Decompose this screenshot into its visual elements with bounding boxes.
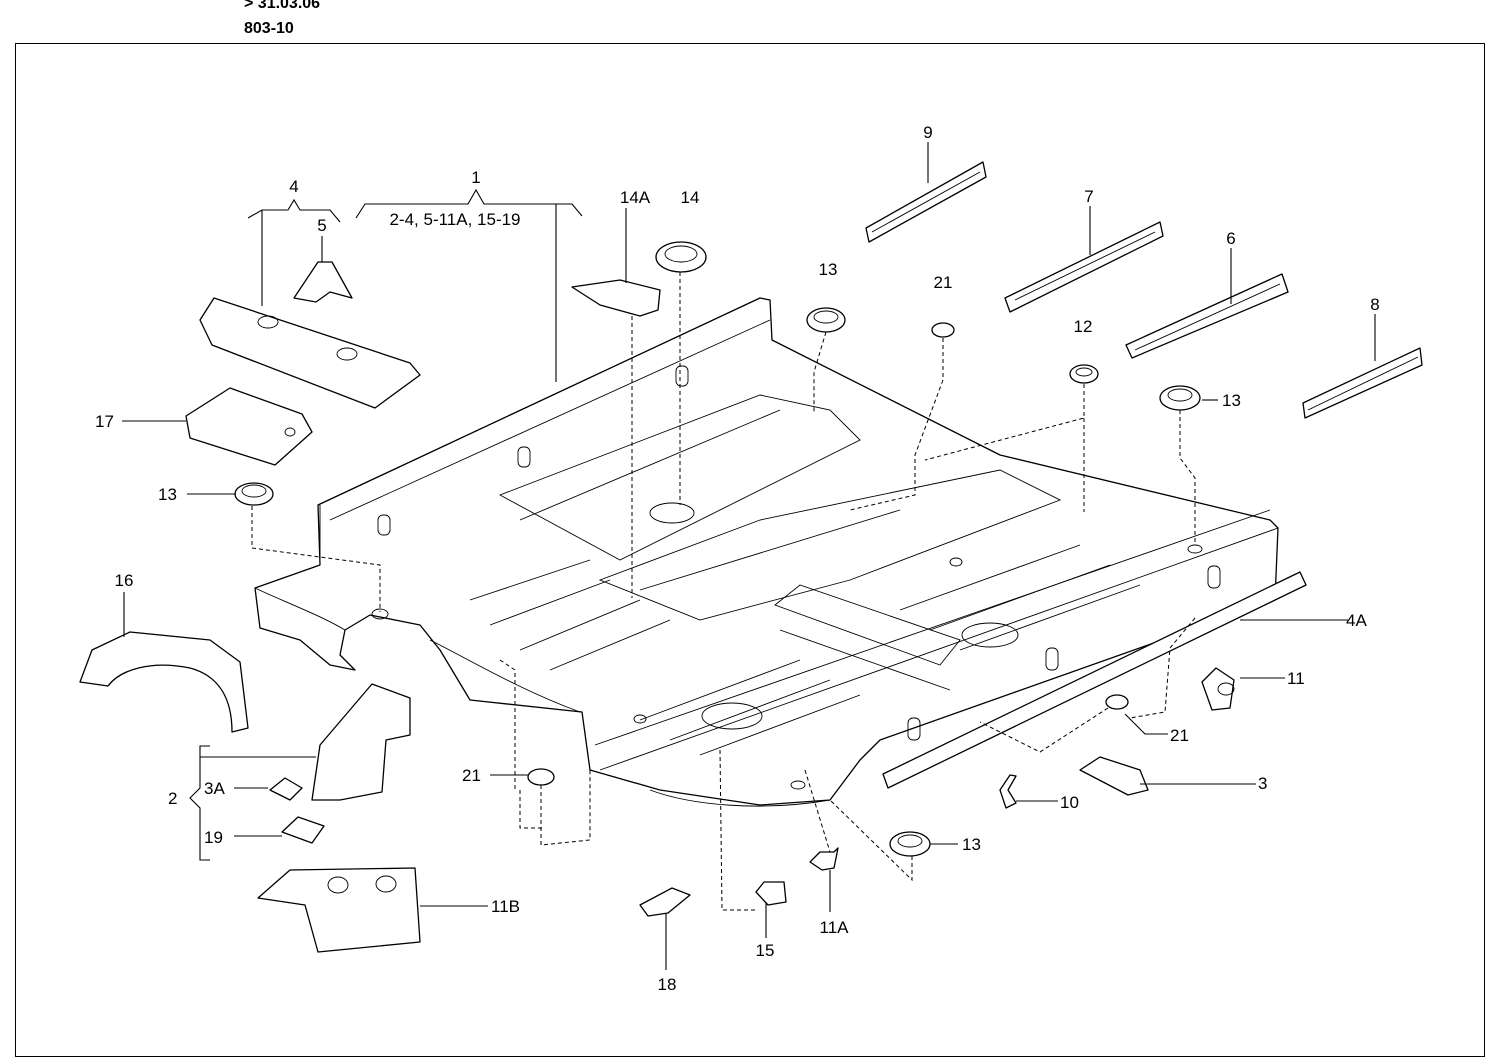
plug-21-a <box>931 322 955 338</box>
grommet-12 <box>1069 364 1099 384</box>
callout-3: 3 <box>1258 774 1267 793</box>
grommet-11 <box>1201 667 1235 711</box>
clip-10 <box>999 774 1017 809</box>
callout-14a: 14A <box>620 188 651 207</box>
grommet-13-b <box>1159 385 1201 411</box>
callout-labels: 1 2-4, 5-11A, 15-19 4 5 14A 14 9 7 6 8 1… <box>95 123 1380 994</box>
callout-19: 19 <box>204 828 223 847</box>
callout-13-left: 13 <box>158 485 177 504</box>
grommet-13-d <box>889 831 931 857</box>
installation-lines <box>251 272 1196 911</box>
bracket-11b <box>257 867 421 953</box>
diagram-frame <box>15 43 1485 1057</box>
sill-reinforcement-8 <box>1302 347 1423 419</box>
crossmember-4 <box>199 297 421 409</box>
plate-19 <box>281 816 325 844</box>
callout-11b: 11B <box>491 897 520 916</box>
grommet-13-c <box>234 482 274 506</box>
callout-13-right: 13 <box>1222 391 1241 410</box>
callout-14: 14 <box>681 188 700 207</box>
validity-date: > 31.03.06 <box>244 0 321 12</box>
callout-8: 8 <box>1370 295 1379 314</box>
callout-17: 17 <box>95 412 114 431</box>
callout-10: 10 <box>1060 793 1079 812</box>
bracket-3 <box>1079 756 1149 796</box>
section-code: 803-10 <box>244 20 294 37</box>
callout-12: 12 <box>1074 317 1093 336</box>
plug-21-c <box>527 768 555 786</box>
bracket-15 <box>755 881 787 906</box>
callout-13-bottom: 13 <box>962 835 981 854</box>
callout-11: 11 <box>1287 669 1305 688</box>
callout-4: 4 <box>289 177 298 196</box>
callout-1-range: 2-4, 5-11A, 15-19 <box>389 210 520 229</box>
page-header: > 31.03.06 803-10 <box>0 0 1500 44</box>
bracket-17 <box>185 387 313 466</box>
callout-21-top: 21 <box>934 273 953 292</box>
leader-lines <box>122 142 1376 970</box>
sill-reinforcement-9 <box>865 161 987 243</box>
wheel-arch-16 <box>79 631 249 733</box>
callout-18: 18 <box>658 975 677 994</box>
callout-9: 9 <box>923 123 932 142</box>
callout-5: 5 <box>317 216 326 235</box>
grommet-13-a <box>806 307 846 333</box>
sill-strip-4a <box>882 571 1307 789</box>
cover-14a <box>571 279 661 317</box>
callout-6: 6 <box>1226 229 1235 248</box>
sill-reinforcement-6 <box>1125 273 1289 359</box>
callout-21-right: 21 <box>1170 726 1189 745</box>
callout-3a: 3A <box>204 779 225 798</box>
callout-21-left: 21 <box>462 766 481 785</box>
floor-pan <box>254 297 1279 807</box>
callout-13-top: 13 <box>819 260 838 279</box>
plug-21-b <box>1105 694 1129 710</box>
callout-7: 7 <box>1084 187 1093 206</box>
callout-2: 2 <box>168 789 177 808</box>
bracket-2 <box>311 683 411 801</box>
clip-3a <box>269 777 303 801</box>
callout-11a: 11A <box>820 918 850 937</box>
callout-4a: 4A <box>1346 611 1367 630</box>
bracket-18 <box>639 887 691 917</box>
callout-15: 15 <box>756 941 775 960</box>
callout-16: 16 <box>115 571 134 590</box>
callout-1: 1 <box>471 168 480 187</box>
grommet-14 <box>655 241 707 273</box>
bracket-5 <box>293 261 353 303</box>
bracket-11a <box>809 847 839 871</box>
sill-reinforcement-7 <box>1004 221 1164 313</box>
